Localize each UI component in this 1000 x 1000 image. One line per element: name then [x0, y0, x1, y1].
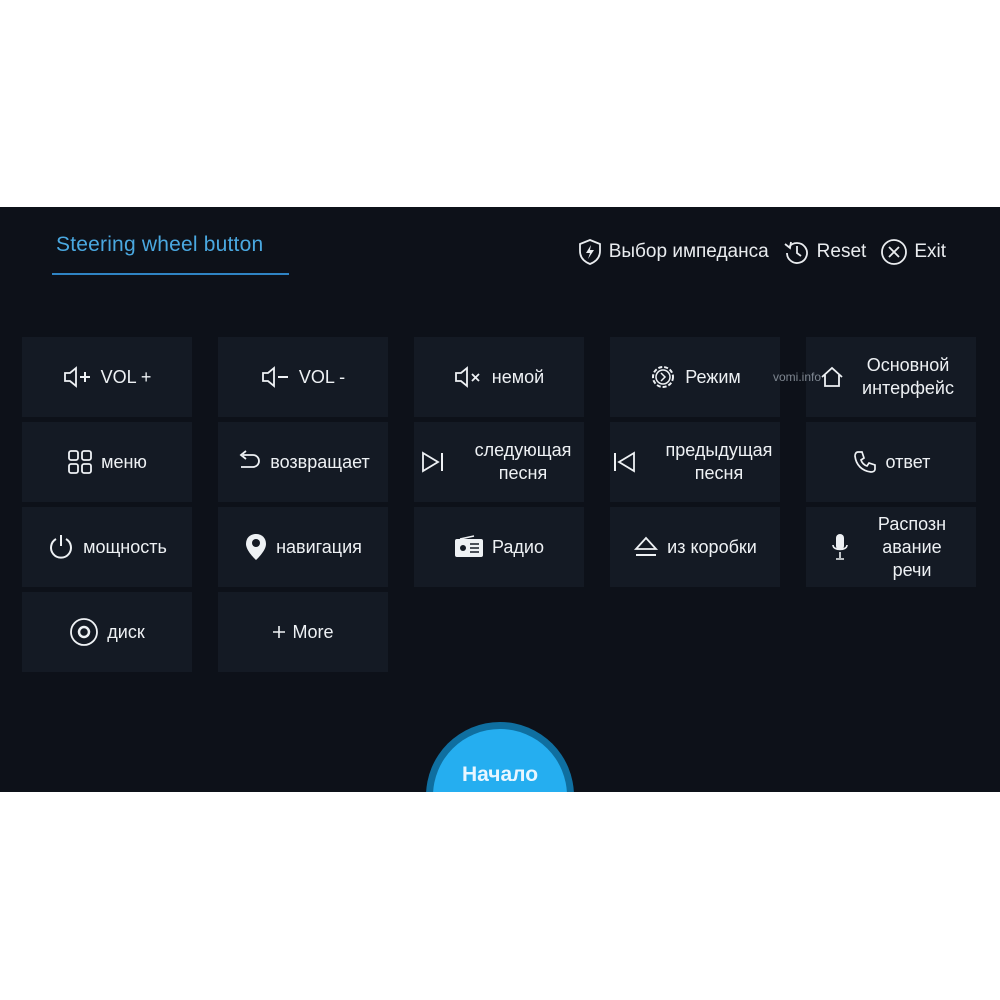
previous-song-button[interactable]: предыдущая песня [610, 422, 780, 502]
tile-label: Режим [685, 366, 741, 387]
reset-button[interactable]: Reset [783, 238, 867, 266]
back-icon [236, 450, 262, 474]
microphone-icon [830, 532, 850, 562]
vol-down-button[interactable]: VOL - [218, 337, 388, 417]
vol-up-button[interactable]: VOL + [22, 337, 192, 417]
next-track-icon [420, 450, 446, 474]
volume-up-icon [63, 365, 93, 389]
tile-label: следующая песня [474, 440, 572, 483]
home-icon [819, 365, 845, 389]
tile-label: VOL + [100, 366, 152, 387]
speech-recognition-button[interactable]: Распозн авание речи [806, 507, 976, 587]
tile-label: диск [107, 621, 145, 642]
mode-icon [649, 363, 677, 391]
tile-label: меню [101, 451, 147, 472]
tile-label: Распозн авание речи [877, 513, 947, 580]
back-button[interactable]: возвращает [218, 422, 388, 502]
plus-icon [272, 625, 286, 639]
tile-label: Радио [492, 536, 544, 557]
phone-icon [852, 449, 878, 475]
menu-grid-icon [67, 449, 93, 475]
tile-label: навигация [276, 536, 362, 557]
main-interface-button[interactable]: Основной интерфейс [806, 337, 976, 417]
close-circle-icon [880, 238, 908, 266]
tile-label: предыдущая песня [665, 440, 773, 483]
tile-label: мощность [83, 536, 167, 557]
shield-bolt-icon [577, 238, 603, 266]
impedance-button[interactable]: Выбор импеданса [577, 238, 769, 266]
more-button[interactable]: More [218, 592, 388, 672]
previous-track-icon [611, 450, 637, 474]
tile-label: Основной интерфейс [862, 355, 954, 398]
power-button[interactable]: мощность [22, 507, 192, 587]
next-song-button[interactable]: следующая песня [414, 422, 584, 502]
exit-label: Exit [914, 241, 946, 262]
mute-button[interactable]: немой [414, 337, 584, 417]
tile-label: немой [491, 366, 545, 387]
radio-button[interactable]: Радио [414, 507, 584, 587]
tile-label: из коробки [667, 536, 757, 557]
mode-button[interactable]: Режим [610, 337, 780, 417]
title-underline [52, 273, 289, 275]
volume-down-icon [261, 365, 291, 389]
impedance-label: Выбор импеданса [608, 241, 769, 262]
navigation-button[interactable]: навигация [218, 507, 388, 587]
disc-button[interactable]: диск [22, 592, 192, 672]
exit-button[interactable]: Exit [880, 238, 946, 266]
tile-label: VOL - [298, 366, 346, 387]
page-title: Steering wheel button [56, 233, 264, 256]
tile-label: ответ [885, 451, 931, 472]
start-button-label: Начало [461, 763, 539, 786]
tile-label: More [292, 621, 334, 642]
steering-wheel-screen: Steering wheel button Выбор импеданса Re… [0, 207, 1000, 792]
answer-button[interactable]: ответ [806, 422, 976, 502]
tile-label: возвращает [270, 451, 370, 472]
reset-label: Reset [816, 241, 867, 262]
eject-icon [633, 535, 659, 559]
location-pin-icon [244, 532, 268, 562]
power-icon [47, 533, 75, 561]
eject-button[interactable]: из коробки [610, 507, 780, 587]
disc-icon [69, 617, 99, 647]
start-button-ring: Начало [426, 722, 574, 792]
watermark: vomi.info [773, 370, 822, 384]
radio-icon [454, 535, 484, 559]
reset-icon [783, 238, 811, 266]
start-button[interactable]: Начало [433, 729, 567, 792]
mute-icon [454, 365, 484, 389]
top-actions: Выбор импеданса Reset Exit [577, 238, 946, 266]
menu-button[interactable]: меню [22, 422, 192, 502]
